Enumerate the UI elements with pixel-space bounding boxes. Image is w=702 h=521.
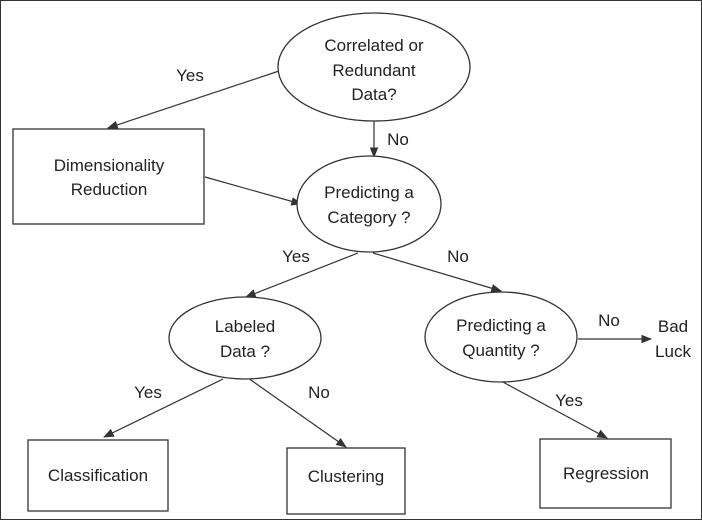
node-correlated-data — [277, 12, 471, 122]
edge-category-to-labeled — [244, 252, 359, 298]
dimensionality-line-2: Reduction — [71, 180, 148, 199]
labeled-line-2: Data ? — [220, 342, 270, 361]
edge-label-category-yes: Yes — [282, 247, 310, 266]
quantity-line-2: Quantity ? — [462, 341, 540, 360]
badluck-line-1: Bad — [658, 317, 688, 336]
node-predicting-quantity — [424, 291, 578, 383]
node-regression — [539, 438, 672, 509]
correlated-line-1: Correlated or — [324, 36, 424, 55]
edge-correlated-to-dimensionality — [106, 70, 280, 130]
node-dimensionality-reduction — [12, 128, 205, 225]
edge-label-quantity-no: No — [598, 311, 620, 330]
edge-category-to-quantity — [372, 252, 503, 293]
node-labeled-data — [168, 296, 322, 380]
edge-label-labeled-yes: Yes — [134, 383, 162, 402]
correlated-line-3: Data? — [351, 85, 396, 104]
edge-labeled-to-classification — [103, 378, 224, 438]
node-classification — [27, 439, 169, 512]
node-predicting-category — [296, 155, 442, 253]
edge-quantity-to-regression — [500, 380, 608, 439]
edge-label-category-no: No — [447, 247, 469, 266]
category-line-2: Category ? — [327, 208, 410, 227]
dimensionality-line-1: Dimensionality — [54, 156, 165, 175]
category-line-1: Predicting a — [324, 183, 414, 202]
regression-label: Regression — [563, 464, 649, 483]
edge-label-quantity-yes: Yes — [555, 391, 583, 410]
node-clustering — [286, 447, 406, 515]
edge-dimensionality-to-category — [204, 176, 303, 206]
clustering-label: Clustering — [308, 467, 385, 486]
quantity-line-1: Predicting a — [456, 316, 546, 335]
labeled-line-1: Labeled — [215, 317, 276, 336]
edge-labeled-to-clustering — [247, 377, 347, 448]
edge-label-correlated-no: No — [387, 130, 409, 149]
edge-label-correlated-yes: Yes — [176, 66, 204, 85]
edge-label-labeled-no: No — [308, 383, 330, 402]
classification-label: Classification — [48, 466, 148, 485]
badluck-line-2: Luck — [655, 342, 691, 361]
correlated-line-2: Redundant — [332, 61, 415, 80]
